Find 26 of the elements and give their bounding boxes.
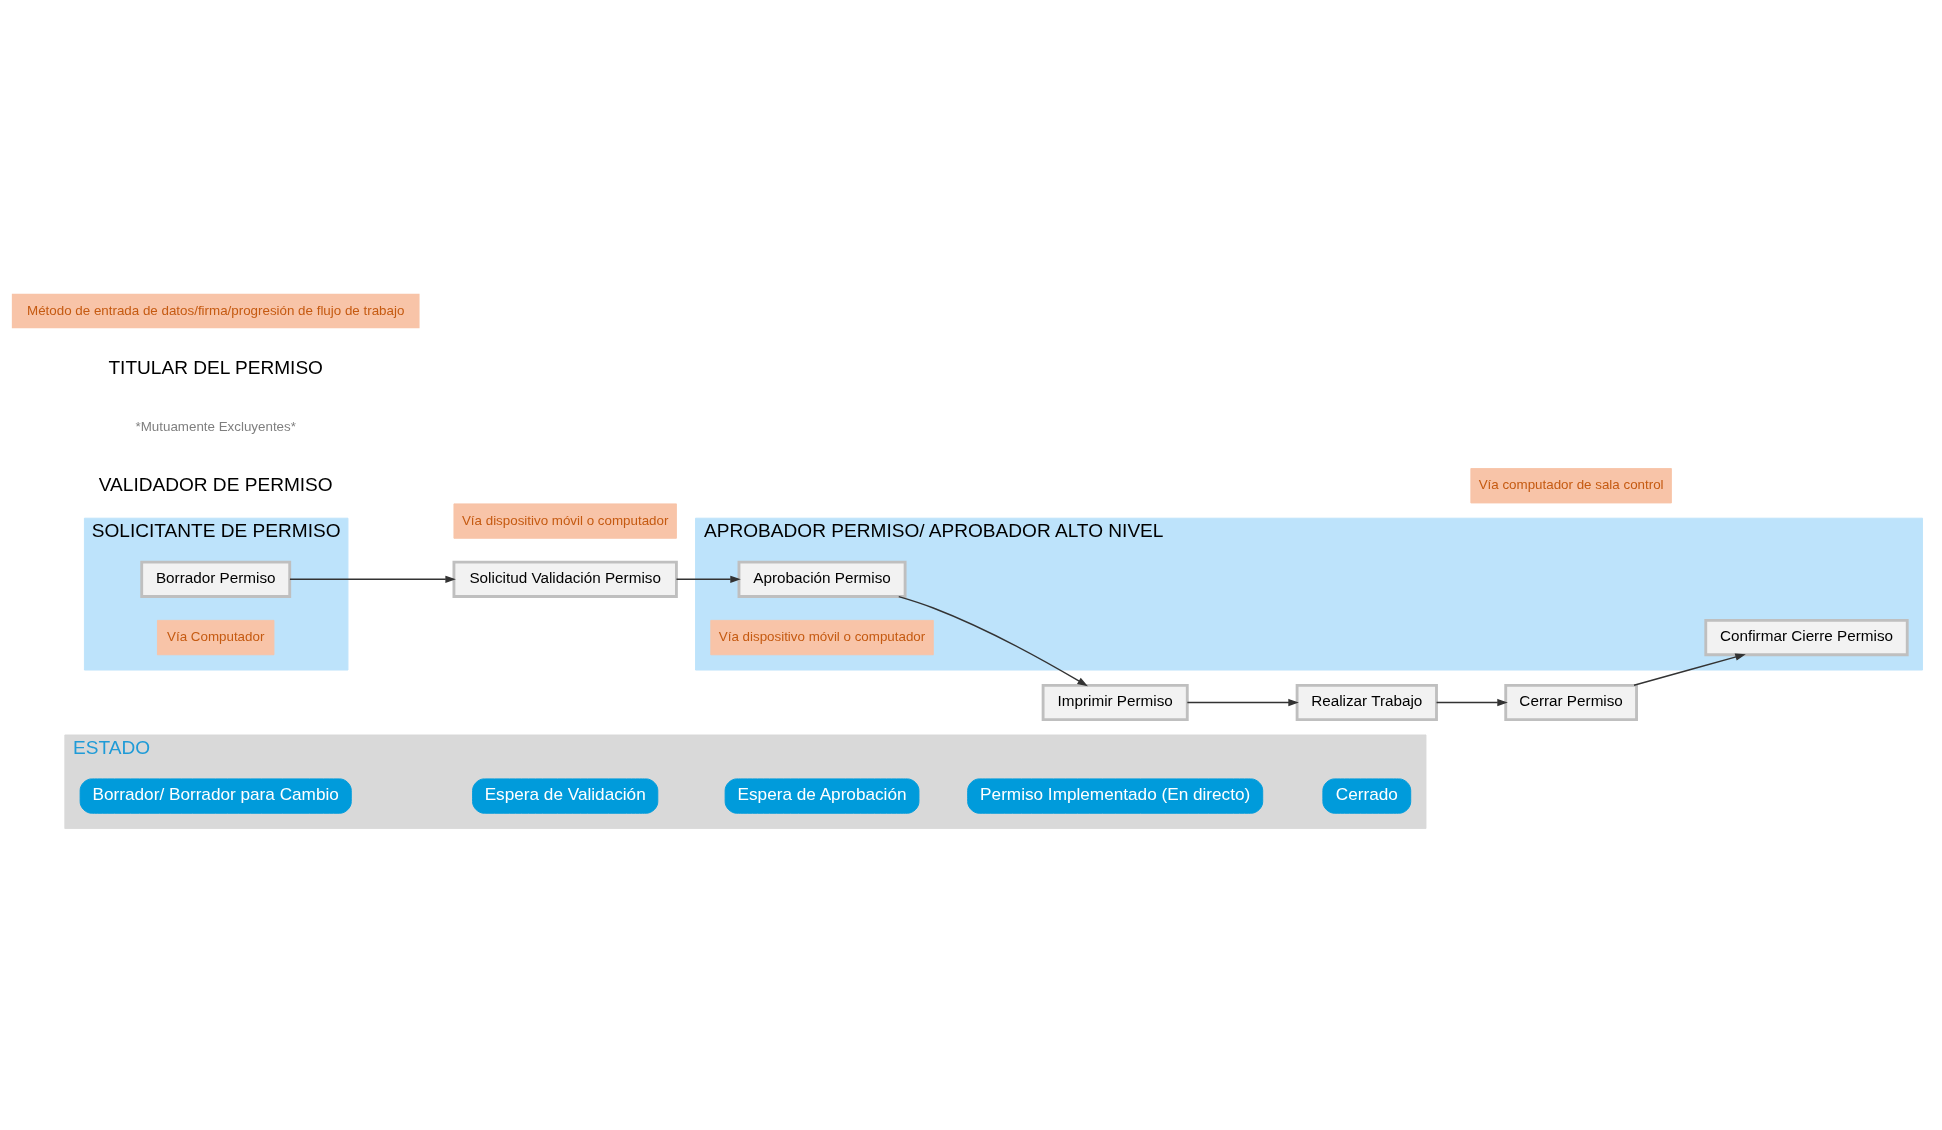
arrow <box>289 575 456 583</box>
node-box: Confirmar Cierre Permiso <box>1704 618 1909 657</box>
arrow <box>1435 698 1508 707</box>
label: *Mutuamente Excluyentes* <box>135 419 296 435</box>
node-box: Permiso Implementado (En directo) <box>967 778 1264 814</box>
node-box: Imprimir Permiso <box>1041 683 1189 722</box>
arrow <box>1633 653 1746 686</box>
node-box: Cerrar Permiso <box>1504 683 1638 722</box>
arrow <box>898 595 1088 687</box>
label: VALIDADOR DE PERMISO <box>98 473 333 495</box>
label: TITULAR DEL PERMISO <box>108 357 323 379</box>
node-box: Cerrado <box>1322 778 1412 814</box>
node-box: Vía dispositivo móvil o computador <box>710 619 934 656</box>
node-box: Espera de Validación <box>472 778 659 814</box>
node-box: Solicitud Validación Permiso <box>452 560 678 598</box>
node-box: Aprobación Permiso <box>737 560 907 598</box>
node-box: Borrador Permiso <box>140 560 292 598</box>
node-box: Vía computador de sala control <box>1470 468 1672 504</box>
arrow <box>675 575 741 583</box>
node-box: Realizar Trabajo <box>1295 683 1438 722</box>
legend-label: Método de entrada de datos/firma/progresión de flujo de trabajo <box>27 302 405 318</box>
node-box: Borrador/ Borrador para Cambio <box>79 778 352 814</box>
node-box: Vía Computador <box>157 619 275 656</box>
node-box: Espera de Aprobación <box>724 778 920 814</box>
node-box: Vía dispositivo móvil o computador <box>453 503 677 539</box>
arrow <box>1186 698 1299 707</box>
